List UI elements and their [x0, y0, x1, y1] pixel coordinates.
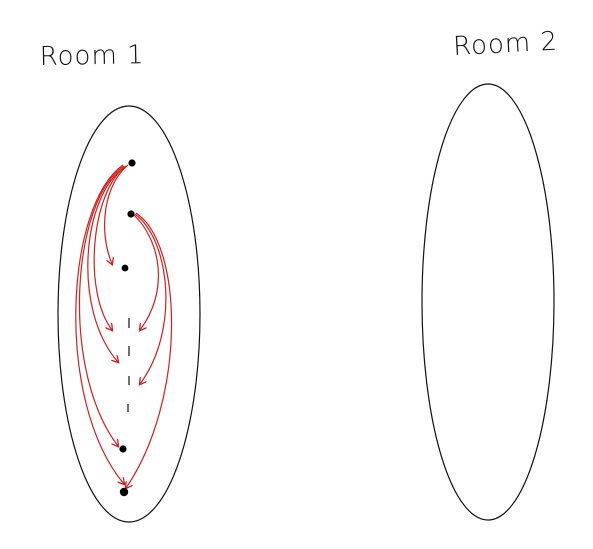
arrow-node2-to-node5: [126, 212, 173, 488]
node-4: [119, 445, 127, 453]
arrow-node1-to-gap-b: [87, 166, 126, 362]
room-2-ellipse: [421, 83, 555, 521]
arrow-node1-to-node5: [75, 164, 124, 484]
ellipsis-dashes: [127, 318, 130, 412]
node-1: [128, 159, 136, 167]
node-5: [119, 487, 129, 497]
room-1-ellipse: [57, 105, 201, 523]
room-1-nodes: [119, 159, 136, 497]
arrow-node2-to-gap-b: [134, 213, 167, 384]
arrow-node1-to-gap-a: [93, 165, 127, 330]
arrow-node1-to-node4: [78, 165, 125, 446]
arrow-node2-to-gap-a: [133, 214, 160, 330]
arrows-from-node-2: [126, 212, 173, 488]
arrows-from-node-1: [75, 164, 129, 484]
arrow-node1-to-node3: [103, 164, 129, 264]
node-3: [121, 264, 129, 272]
node-2: [127, 210, 135, 218]
